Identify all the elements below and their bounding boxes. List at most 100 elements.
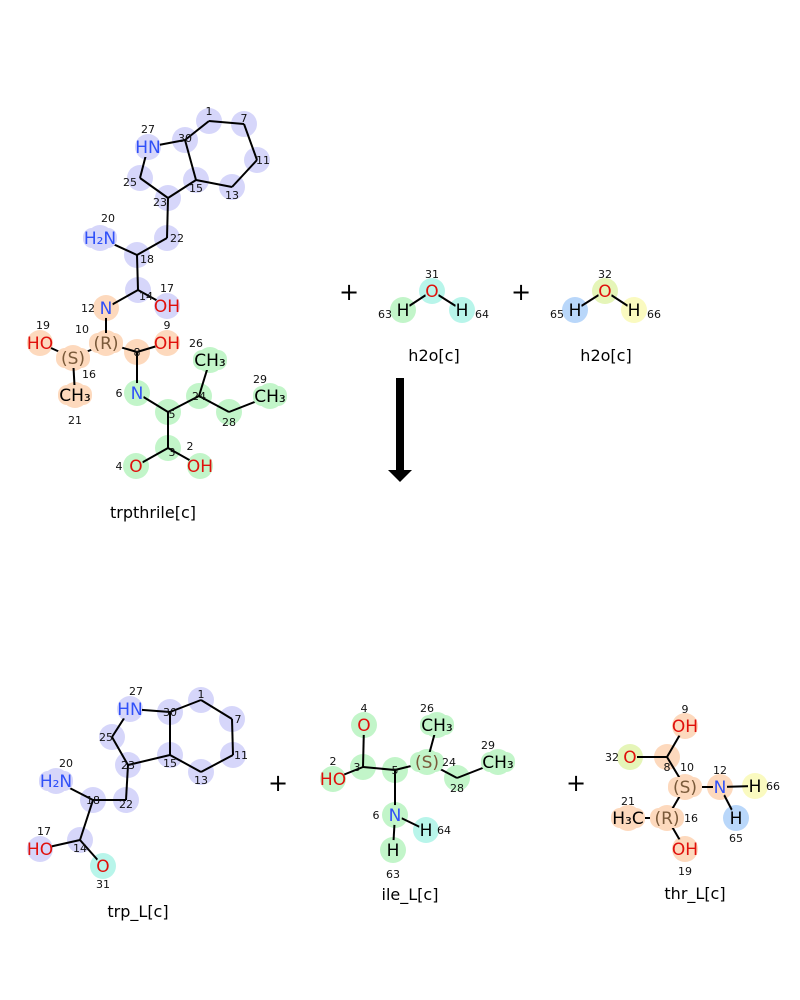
- atom-63: H63: [378, 300, 410, 321]
- atom-label-bg: [748, 776, 762, 796]
- atom-label-bg: [321, 769, 345, 789]
- atom-4: O4: [116, 456, 143, 477]
- atom-number: 21: [68, 414, 82, 427]
- atom-label-bg: [668, 777, 702, 797]
- atom-label: H₂N: [40, 772, 72, 792]
- atom-label: H: [387, 841, 400, 861]
- atom-label-bg: [28, 839, 52, 859]
- bond: [231, 718, 234, 756]
- atom-number: 9: [164, 319, 171, 332]
- atom-32: O32: [605, 747, 637, 768]
- atom-number: 15: [189, 182, 203, 195]
- atom-number: 2: [187, 440, 194, 453]
- atom-18: 18: [140, 253, 154, 266]
- atom-label: CH₃: [59, 386, 90, 406]
- molecule-trpthrile: 1711131530HN2725232218H₂N2014OH17N12(R)1…: [27, 105, 287, 477]
- atom-28: 28: [222, 416, 236, 429]
- atom-label: OH: [154, 297, 180, 317]
- atom-label: HO: [27, 840, 53, 860]
- atom-number: 5: [169, 408, 176, 421]
- atom-label-bg: [729, 808, 743, 828]
- atom-number: 30: [163, 706, 177, 719]
- atom-label: OH: [187, 457, 213, 477]
- atom-label-bg: [673, 839, 697, 859]
- atom-label-bg: [96, 856, 110, 876]
- atom-label: H: [730, 809, 743, 829]
- atom-label-bg: [410, 752, 444, 772]
- atom-10: (S)10: [668, 761, 702, 798]
- atom-label-bg: [129, 456, 143, 476]
- atom-label: HO: [320, 770, 346, 790]
- bond: [169, 699, 202, 713]
- atom-number: 13: [225, 189, 239, 202]
- atom-number: 31: [425, 268, 439, 281]
- atom-10: (R)10: [75, 323, 123, 354]
- atom-7: 7: [235, 713, 242, 726]
- atom-number: 13: [194, 774, 208, 787]
- atom-label: (S): [61, 349, 85, 369]
- atom-number: 20: [59, 757, 73, 770]
- bond: [136, 237, 168, 256]
- atom-number: 27: [129, 685, 143, 698]
- bond: [136, 254, 139, 291]
- atom-31: O31: [425, 268, 439, 302]
- atom-label: H₃C: [612, 809, 643, 829]
- atom-24: (S)24: [410, 752, 456, 773]
- atom-22: 22: [119, 798, 133, 811]
- plus-sign: +: [268, 769, 288, 797]
- atom-label: OH: [672, 840, 698, 860]
- atom-label: HN: [135, 138, 161, 158]
- atom-label-bg: [56, 348, 90, 368]
- atom-label: H₂N: [84, 229, 116, 249]
- atom-number: 63: [386, 868, 400, 881]
- atom-number: 7: [235, 713, 242, 726]
- plus-sign: +: [339, 278, 359, 306]
- bond: [195, 179, 233, 188]
- atom-number: 18: [86, 794, 100, 807]
- atom-number: 16: [684, 812, 698, 825]
- atom-label-bg: [455, 300, 469, 320]
- atom-label: N: [389, 806, 402, 826]
- atom-8: 8: [134, 346, 141, 359]
- atom-label: O: [598, 282, 611, 302]
- atom-number: 5: [392, 764, 399, 777]
- atom-number: 6: [373, 809, 380, 822]
- atom-11: 11: [234, 749, 248, 762]
- atom-2: HO2: [320, 755, 346, 790]
- atom-label: N: [714, 778, 727, 798]
- molecule-name-h2o: h2o[c]: [408, 346, 459, 365]
- atom-label: H: [569, 301, 582, 321]
- atom-number: 4: [116, 460, 123, 473]
- atom-19: OH 19: [672, 839, 698, 878]
- atom-label-bg: [193, 350, 227, 370]
- bond: [167, 395, 200, 413]
- atom-30: 30: [178, 132, 192, 145]
- atom-1: 1: [206, 105, 213, 118]
- atom-31: O31: [96, 856, 110, 891]
- atom-number: 1: [198, 688, 205, 701]
- atom-number: 16: [82, 368, 96, 381]
- atom-14: 14: [139, 290, 153, 303]
- atom-3: 3: [169, 446, 176, 459]
- atom-label: H: [420, 821, 433, 841]
- atom-number: 28: [450, 782, 464, 795]
- atom-label: CH₃: [254, 387, 285, 407]
- atom-label-bg: [598, 281, 612, 301]
- atom-label: H: [628, 301, 641, 321]
- bond: [139, 177, 169, 199]
- atom-label-bg: [568, 300, 582, 320]
- atom-label-bg: [188, 456, 212, 476]
- atom-label: H: [397, 301, 410, 321]
- atom-23: 23: [121, 759, 135, 772]
- atom-number: 19: [678, 865, 692, 878]
- atom-12: N12: [713, 764, 727, 798]
